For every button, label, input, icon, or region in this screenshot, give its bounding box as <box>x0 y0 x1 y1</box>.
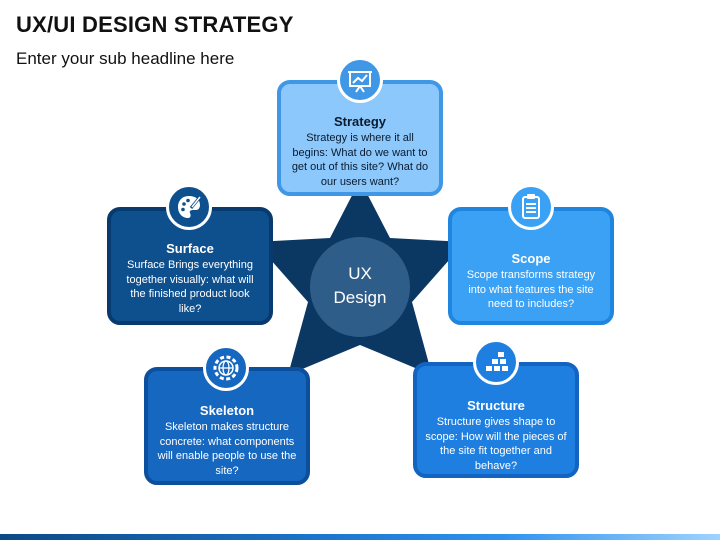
center-label: UX Design <box>310 262 410 310</box>
surface-card: Surface Surface Brings everything togeth… <box>107 207 273 325</box>
globe-gear-icon <box>203 345 249 391</box>
surface-title: Surface <box>166 241 214 256</box>
skeleton-card: Skeleton Skeleton makes structure concre… <box>144 367 310 485</box>
structure-text: Structure gives shape to scope: How will… <box>425 416 567 472</box>
page-title: UX/UI DESIGN STRATEGY <box>16 12 294 37</box>
palette-brush-icon <box>166 184 212 230</box>
strategy-text: Strategy is where it all begins: What do… <box>291 132 429 188</box>
presentation-chart-icon <box>337 57 383 103</box>
clipboard-checklist-icon <box>508 184 554 230</box>
skeleton-text: Skeleton makes structure concrete: what … <box>157 421 297 477</box>
structure-card: Structure Structure gives shape to scope… <box>413 362 579 478</box>
strategy-card: Strategy Strategy is where it all begins… <box>277 80 443 196</box>
center-label-line2: Design <box>333 288 387 307</box>
scope-text: Scope transforms strategy into what feat… <box>466 269 596 310</box>
surface-text: Surface Brings everything together visua… <box>126 259 254 315</box>
center-circle <box>310 237 410 337</box>
structure-title: Structure <box>467 398 525 413</box>
strategy-title: Strategy <box>333 114 387 129</box>
center-label-line1: UX <box>348 264 372 283</box>
scope-title: Scope <box>511 251 551 266</box>
bottom-gradient-bar <box>0 534 720 540</box>
page-subtitle: Enter your sub headline here <box>16 49 235 68</box>
skeleton-title: Skeleton <box>199 403 255 418</box>
blocks-structure-icon <box>473 339 519 385</box>
